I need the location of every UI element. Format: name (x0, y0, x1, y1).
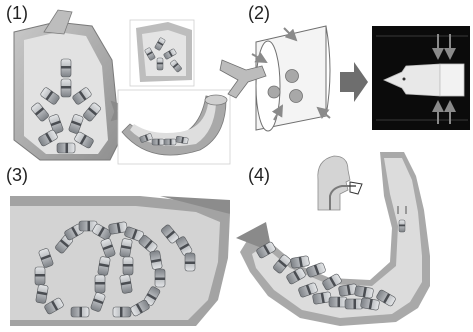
panel-1-inset-bottom (118, 90, 230, 164)
panel-4-head-inset (300, 152, 368, 218)
panel-2-right-arrow (340, 62, 368, 102)
panel-1-inset-top (130, 20, 194, 86)
panel-2-module-schematic (220, 26, 330, 131)
panel-2-photo (372, 26, 470, 130)
